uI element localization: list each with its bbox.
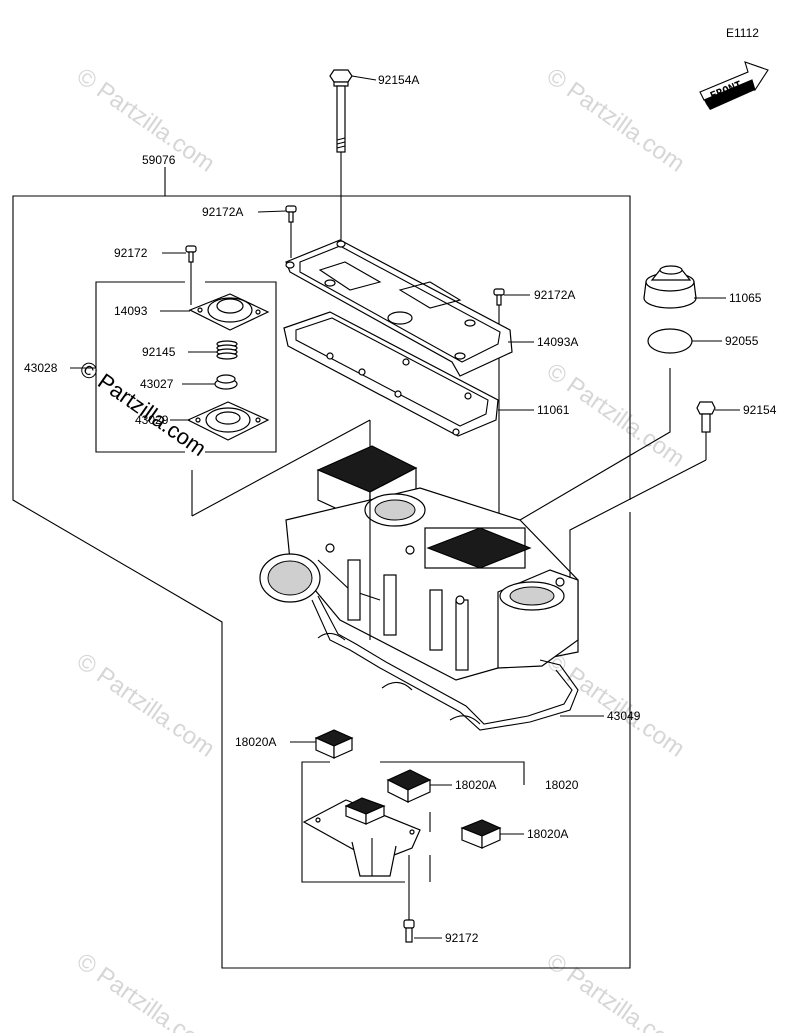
plate-43027	[214, 374, 238, 390]
watermark-4: © Partzilla.com	[72, 648, 220, 763]
label-11061: 11061	[537, 403, 570, 417]
rubber-18020A-1	[314, 729, 354, 759]
part-labels: 92154A 59076 92172A 92172 14093 43028 92…	[24, 73, 777, 945]
sub-frame-18020	[301, 761, 525, 883]
gasket-43049	[311, 595, 579, 731]
label-92172-left: 92172	[114, 246, 148, 260]
label-92154A: 92154A	[378, 73, 419, 87]
label-18020A-2: 18020A	[455, 778, 496, 792]
label-43027: 43027	[140, 377, 174, 391]
watermark-2: © Partzilla.com	[542, 63, 690, 178]
label-43029: 43029	[135, 413, 169, 427]
rubber-18020A-2	[386, 769, 432, 803]
diagram-code: E1112	[726, 26, 759, 40]
breather-cover-14093A	[285, 239, 513, 377]
leader-lines	[70, 75, 740, 939]
cover-14093	[188, 293, 270, 331]
spring-92145	[216, 340, 238, 360]
label-92172-bottom: 92172	[445, 931, 479, 945]
label-92154: 92154	[743, 403, 777, 417]
label-92055: 92055	[725, 334, 759, 348]
sub-frame-43028	[95, 281, 277, 453]
o-ring-92055	[647, 328, 693, 354]
plate-18020	[302, 797, 421, 877]
cylinder-head-cover	[191, 419, 579, 681]
label-92172A-top: 92172A	[202, 205, 243, 219]
label-18020A-3: 18020A	[527, 827, 568, 841]
screw-92172-bottom	[403, 855, 415, 943]
watermark-6: © Partzilla.com	[72, 948, 220, 1033]
label-14093: 14093	[114, 304, 148, 318]
watermark-5: © Partzilla.com	[542, 648, 690, 763]
rubber-18020A-3	[460, 819, 502, 849]
connector-lines	[519, 368, 707, 578]
label-92145: 92145	[142, 345, 176, 359]
label-18020A-1: 18020A	[235, 735, 276, 749]
watermark-7: © Partzilla.com	[542, 948, 690, 1033]
label-43028: 43028	[24, 361, 58, 375]
front-arrow-icon: FRONT	[699, 61, 769, 110]
label-92172A-mid: 92172A	[534, 288, 575, 302]
screw-92172-left	[185, 245, 197, 305]
oil-filler-cap-11065	[643, 265, 697, 309]
bolt-92154A	[329, 69, 353, 240]
screw-92172A-top	[285, 205, 297, 258]
label-43049: 43049	[607, 709, 641, 723]
assembly-frame	[12, 167, 631, 969]
label-18020: 18020	[545, 778, 579, 792]
gasket-11061	[283, 311, 499, 437]
label-11065: 11065	[729, 291, 762, 305]
diaphragm-43029	[186, 401, 270, 441]
label-14093A: 14093A	[537, 335, 578, 349]
bolt-92154	[696, 401, 716, 460]
label-59076: 59076	[142, 153, 176, 167]
